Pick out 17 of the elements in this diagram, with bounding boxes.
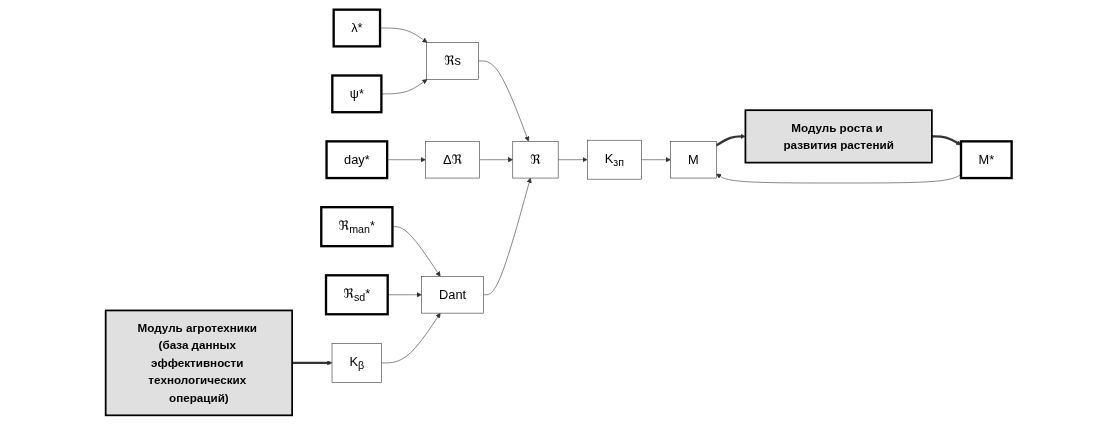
- node-box: Dant: [421, 276, 484, 314]
- arrow: [715, 133, 746, 147]
- node-box: M*: [959, 140, 1013, 180]
- node-box: Модуль агротехники (база данных эффективности технологических операций): [104, 309, 293, 417]
- node-box: ℜ$_{man}$*: [319, 206, 394, 248]
- node-box: M: [670, 141, 717, 179]
- node-box: λ*: [332, 8, 382, 48]
- node-box: Δℜ: [425, 141, 480, 179]
- node-box: day*: [325, 140, 389, 180]
- node-box: K$_{β}$: [331, 343, 382, 383]
- node-box: ℜs: [426, 42, 479, 80]
- node-box: ℜ$_{sd}$*: [324, 274, 389, 316]
- node-box: ℜ: [512, 141, 559, 179]
- node-box: K$_{зп}$: [586, 139, 642, 180]
- arrow: [292, 360, 333, 366]
- node-box: ψ*: [331, 74, 383, 114]
- node-box: Модуль роста и развития растений: [744, 109, 933, 164]
